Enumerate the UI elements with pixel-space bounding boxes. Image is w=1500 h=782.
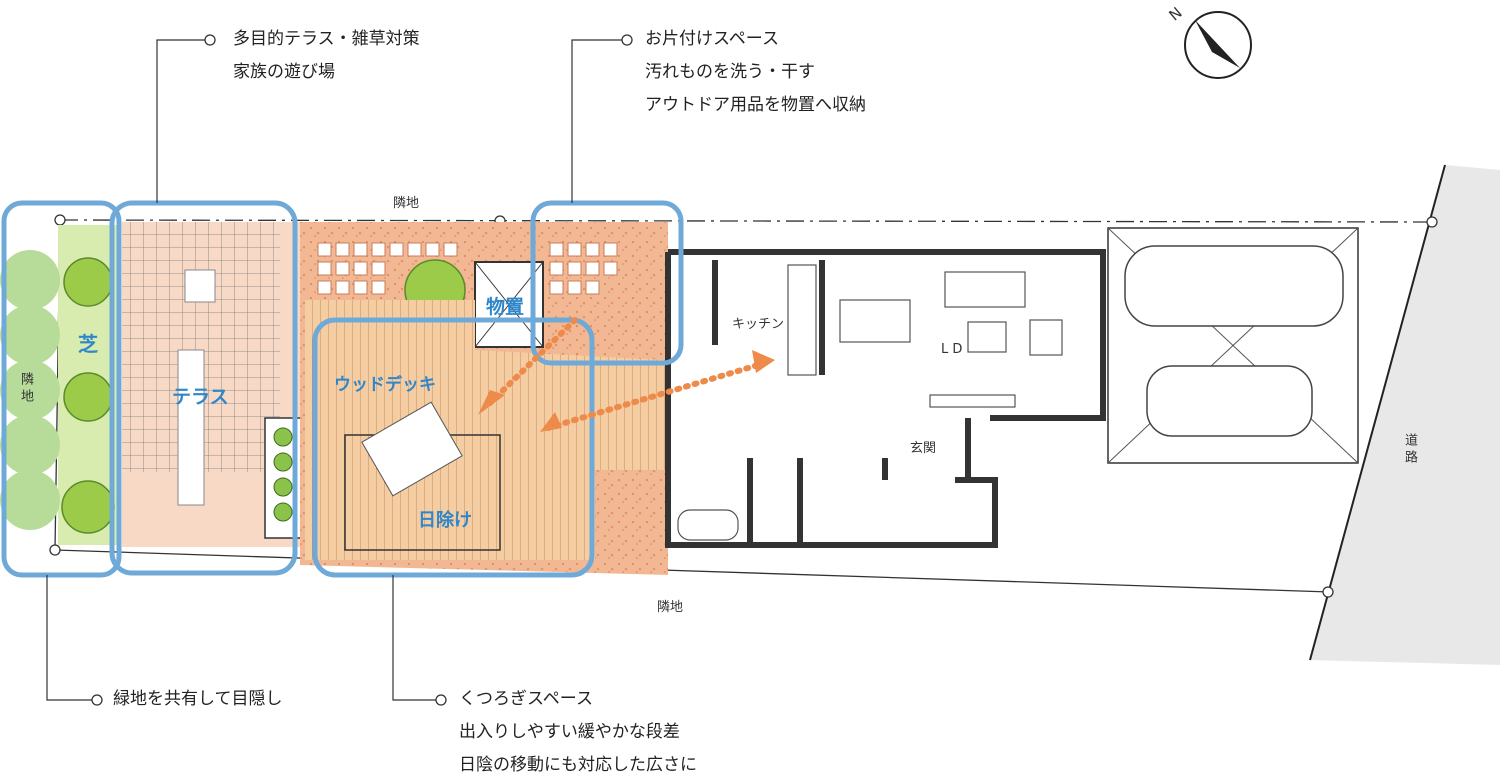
shoe-cabinet — [929, 394, 1016, 408]
carport — [1107, 227, 1359, 464]
room-label-kitchen: キッチン — [732, 317, 785, 332]
arrow-head-deck-2 — [540, 412, 562, 432]
room-label-living-dining: L D — [941, 342, 963, 357]
arrow-head-house — [752, 350, 775, 373]
boundary-markers — [49, 214, 1438, 598]
car-1 — [1124, 245, 1344, 327]
neighbor-label-top: 隣地 — [393, 196, 420, 211]
room-label-entrance: 玄関 — [910, 441, 937, 456]
annotation-line: 出入りしやすい緩やかな段差 — [459, 722, 680, 742]
terrace-table — [184, 269, 216, 303]
neighbor-shrubs — [0, 250, 60, 530]
annotation-line: 汚れものを洗う・干す — [645, 62, 815, 82]
annotation-deck: くつろぎスペース 出入りしやすい緩やかな段差 日陰の移動にも対応した広さに — [459, 683, 697, 782]
furniture — [677, 264, 1063, 541]
car-2 — [1146, 365, 1313, 437]
zone-label-lawn: 芝 — [78, 332, 98, 356]
annotation-storage: お片付けスペース 汚れものを洗う・干す アウトドア用品を物置へ収納 — [645, 23, 866, 122]
annotation-line: 家族の遊び場 — [233, 62, 335, 82]
road-edge — [1309, 164, 1446, 661]
leader-dots — [91, 34, 633, 706]
annotation-line: お片付けスペース — [645, 29, 779, 49]
planter-plants — [273, 427, 293, 522]
compass-needle — [1195, 20, 1240, 68]
zone-outlines — [1, 200, 684, 578]
annotation-line: くつろぎスペース — [459, 689, 593, 709]
neighbor-label-left: 隣地 — [18, 372, 33, 406]
terrace-bench — [177, 349, 205, 506]
arrow-head-deck — [478, 390, 505, 415]
annotation-lawn: 緑地を共有して目隠し — [113, 683, 283, 716]
road-label: 道路 — [1402, 433, 1417, 467]
zone-label-sunshade: 日除け — [418, 510, 472, 531]
leader-lines — [46, 39, 622, 701]
flow-arrows — [485, 317, 771, 431]
road-shading — [1310, 165, 1500, 665]
house-walls — [665, 249, 1106, 548]
zone-label-shed: 物置 — [486, 296, 525, 318]
deck-table — [361, 401, 463, 497]
annotation-terrace: 多目的テラス・雑草対策 家族の遊び場 — [233, 23, 420, 89]
annotation-line: 日陰の移動にも対応した広さに — [459, 755, 697, 775]
zone-label-terrace: テラス — [172, 386, 229, 408]
lawn-trees — [61, 257, 115, 534]
stepping-stones — [317, 242, 618, 295]
annotation-line: 多目的テラス・雑草対策 — [233, 29, 420, 49]
annotation-line: 緑地を共有して目隠し — [113, 689, 283, 709]
zone-label-wood-deck: ウッドデッキ — [334, 375, 436, 395]
neighbor-label-bottom: 隣地 — [657, 600, 684, 615]
annotation-line: アウトドア用品を物置へ収納 — [645, 95, 866, 115]
